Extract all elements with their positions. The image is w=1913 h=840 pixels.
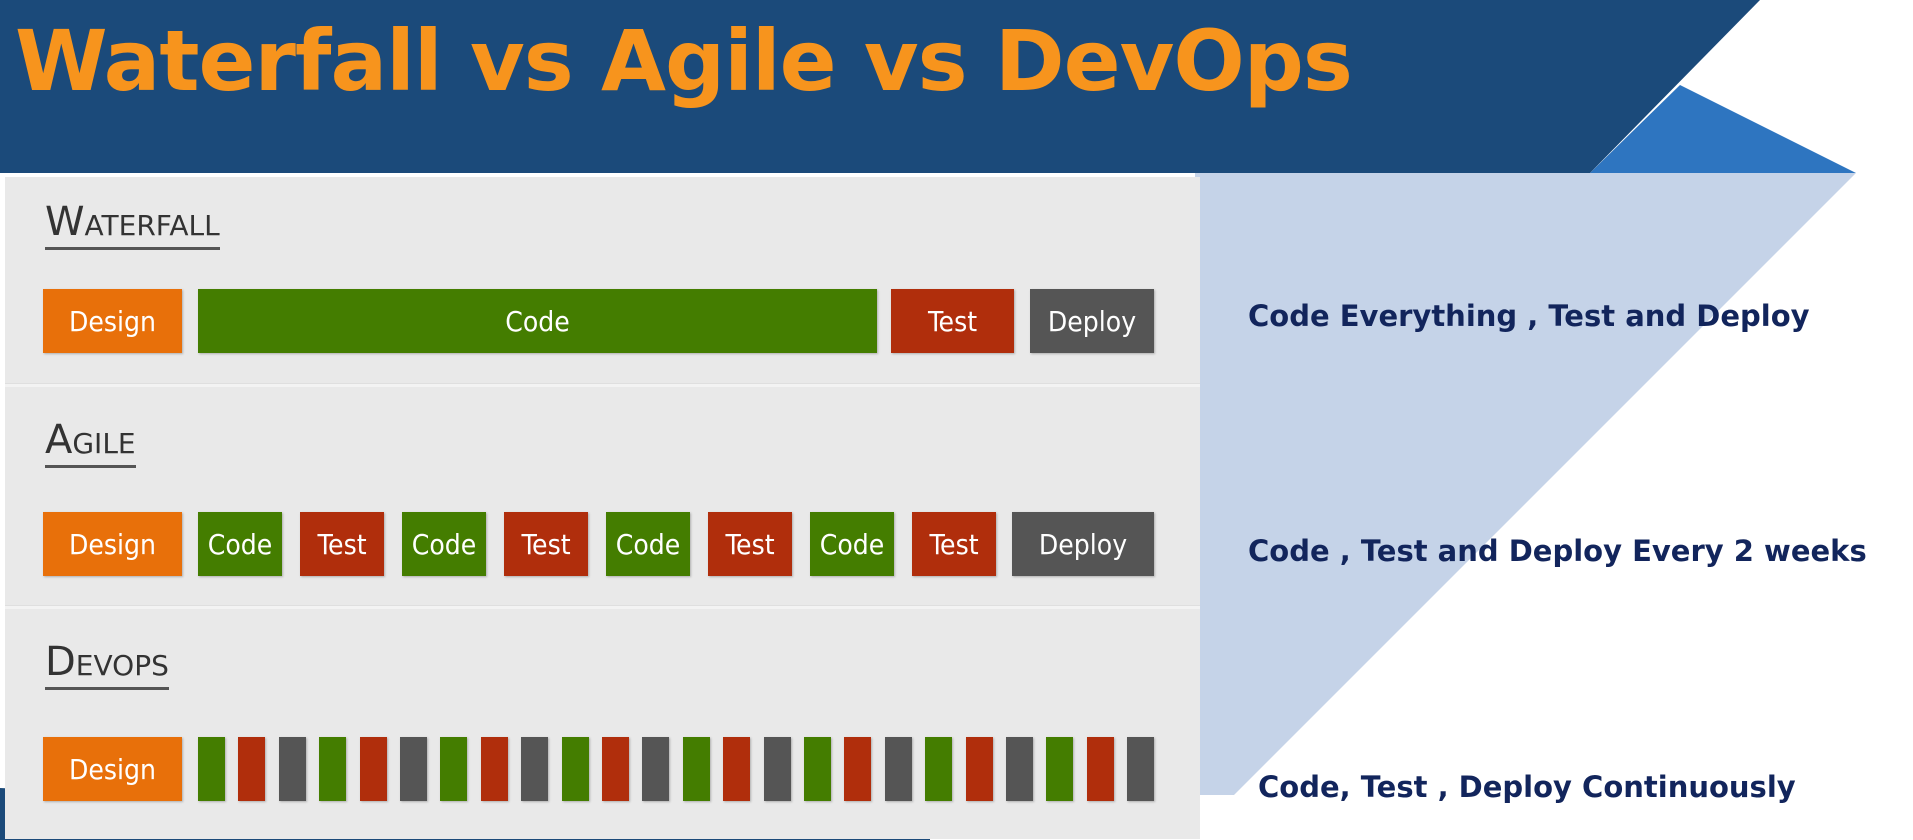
design-block: Design <box>43 512 182 576</box>
deploy-block: Deploy <box>1012 512 1154 576</box>
test-block <box>359 737 387 801</box>
code-block <box>682 737 710 801</box>
deploy-block <box>278 737 306 801</box>
test-block <box>844 737 872 801</box>
test-block <box>602 737 629 801</box>
test-block <box>965 737 993 801</box>
deploy-block: Deploy <box>1030 289 1154 353</box>
deploy-block <box>1127 737 1155 801</box>
waterfall-description: Code Everything , Test and Deploy <box>1248 299 1810 333</box>
code-block: Code <box>198 512 282 576</box>
devops-heading: Devops <box>45 639 169 690</box>
design-block: Design <box>43 737 182 801</box>
section-divider <box>5 605 1200 609</box>
test-block: Test <box>912 512 996 576</box>
agile-description: Code , Test and Deploy Every 2 weeks <box>1248 534 1867 568</box>
test-block: Test <box>300 512 384 576</box>
code-block: Code <box>198 289 877 353</box>
devops-description: Code, Test , Deploy Continuously <box>1258 770 1796 804</box>
code-block <box>319 737 347 801</box>
deploy-block <box>400 737 427 801</box>
light-blue-chevron <box>1195 173 1856 795</box>
code-block <box>1046 737 1074 801</box>
test-block <box>238 737 266 801</box>
code-block <box>925 737 953 801</box>
deploy-block <box>1006 737 1033 801</box>
code-block <box>440 737 468 801</box>
code-block: Code <box>606 512 690 576</box>
code-block: Code <box>402 512 486 576</box>
header-band <box>0 0 1760 173</box>
test-block <box>480 737 508 801</box>
design-block: Design <box>43 289 182 353</box>
code-block <box>804 737 831 801</box>
accent-blue-triangle <box>1590 85 1856 173</box>
code-block <box>561 737 589 801</box>
waterfall-heading: Waterfall <box>45 199 220 250</box>
agile-heading: Agile <box>45 417 136 468</box>
deploy-block <box>642 737 670 801</box>
test-block: Test <box>891 289 1014 353</box>
deploy-block <box>884 737 912 801</box>
test-block <box>723 737 751 801</box>
deploy-block <box>521 737 549 801</box>
code-block <box>198 737 225 801</box>
deploy-block <box>763 737 791 801</box>
test-block <box>1086 737 1114 801</box>
test-block: Test <box>504 512 588 576</box>
page-title: Waterfall vs Agile vs DevOps <box>15 12 1353 110</box>
test-block: Test <box>708 512 792 576</box>
devops-timeline: Design <box>5 737 1200 801</box>
section-divider <box>5 383 1200 387</box>
code-block: Code <box>810 512 894 576</box>
